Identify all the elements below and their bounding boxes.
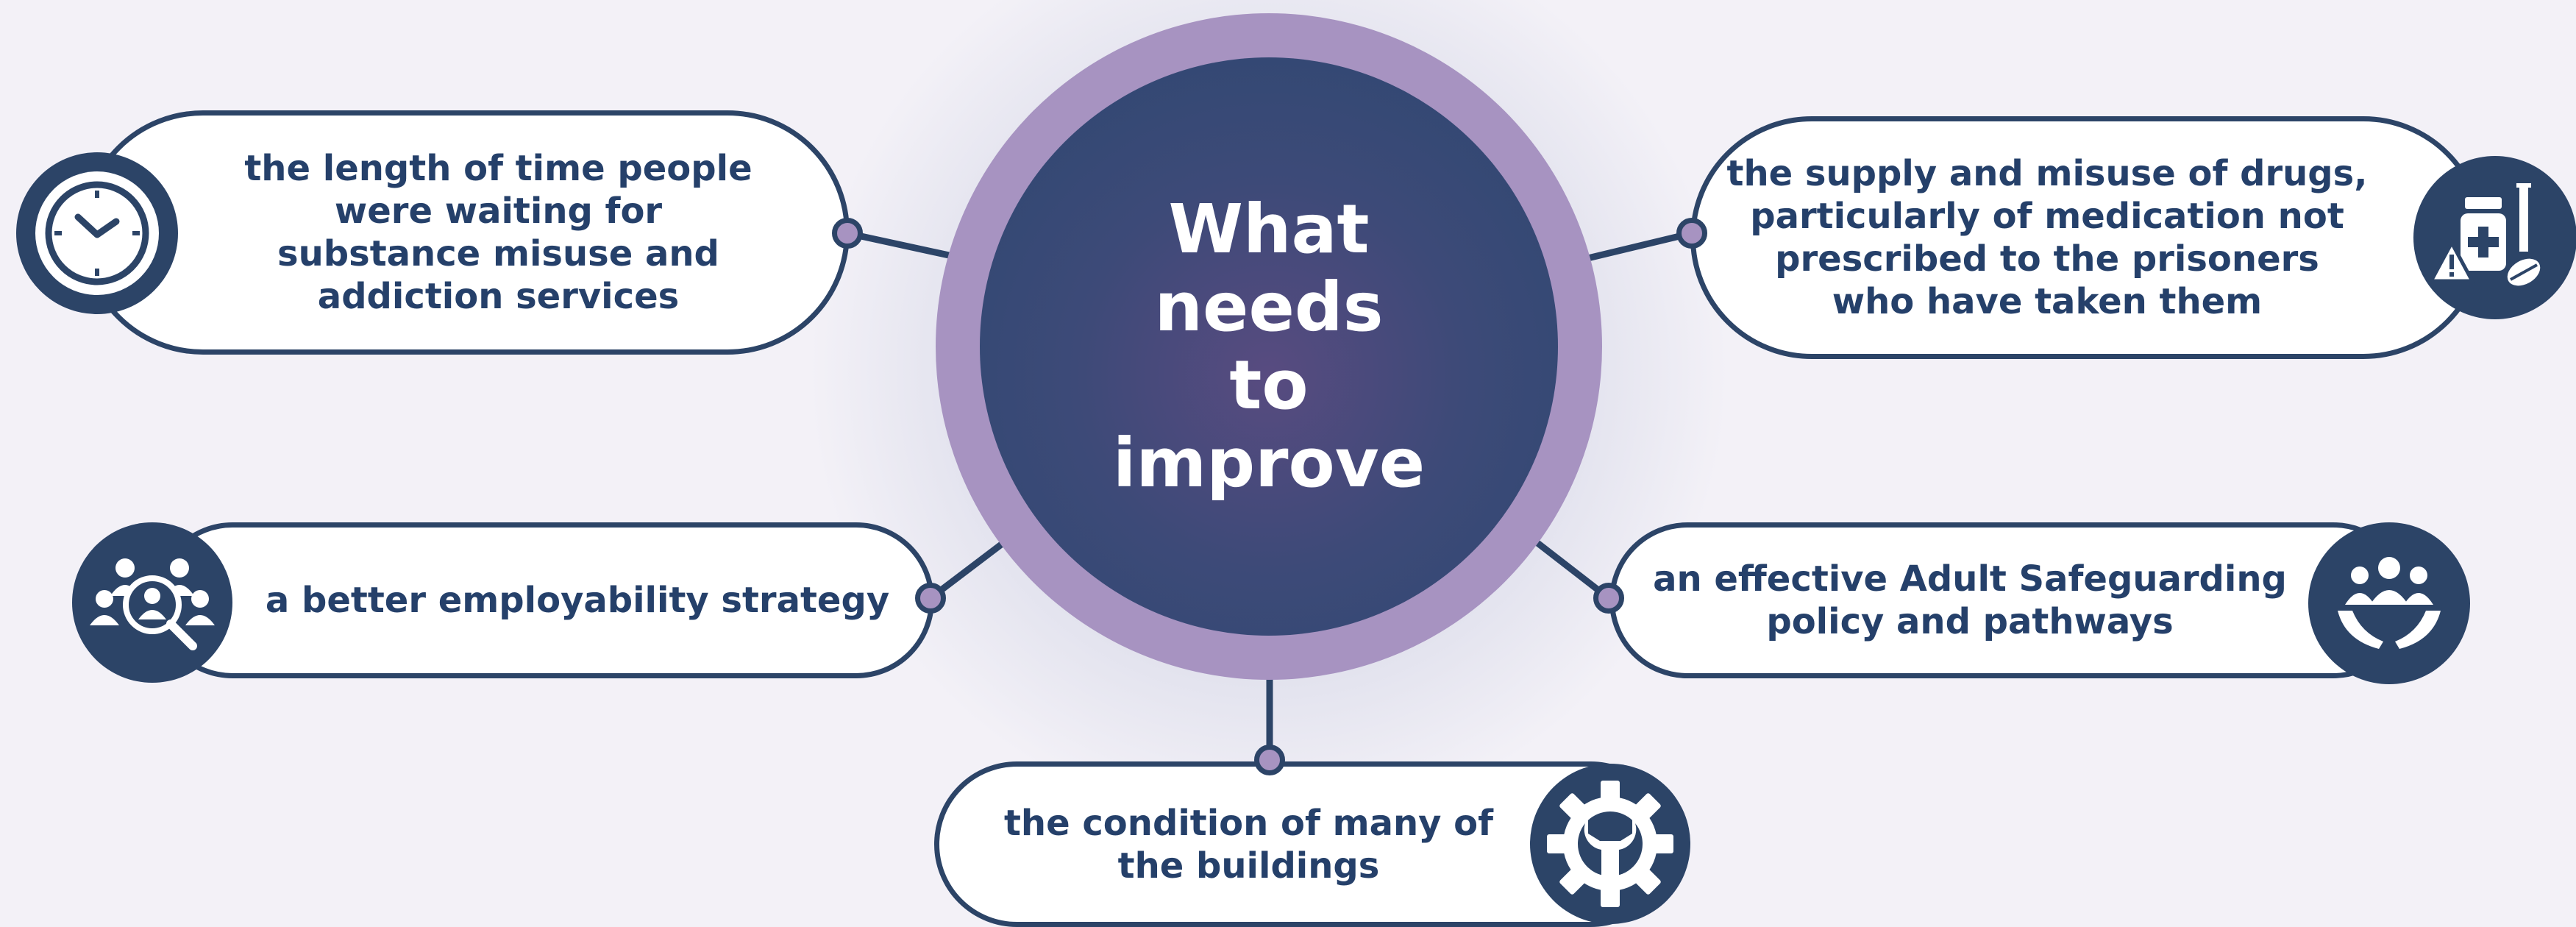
item-buildings-text: the condition of many of the buildings bbox=[1003, 802, 1494, 887]
item-drugs: the supply and misuse of drugs, particul… bbox=[1690, 116, 2485, 359]
item-drugs-text: the supply and misuse of drugs, particul… bbox=[1726, 153, 2368, 322]
item-safeguarding-text: an effective Adult Safeguarding policy a… bbox=[1653, 558, 2287, 642]
item-safeguarding: an effective Adult Safeguarding policy a… bbox=[1609, 522, 2411, 678]
connector-dot-safeguarding bbox=[1593, 583, 1624, 614]
item-waiting-time: the length of time people were waiting f… bbox=[81, 110, 850, 355]
clock-icon bbox=[16, 152, 178, 314]
item-employability-text: a better employability strategy bbox=[265, 580, 890, 621]
medication-warning-icon bbox=[2413, 156, 2576, 319]
item-employability: a better employability strategy bbox=[154, 522, 934, 678]
connector-dot-drugs bbox=[1676, 218, 1707, 249]
people-in-hands-icon bbox=[2308, 522, 2470, 684]
item-waiting-time-text: the length of time people were waiting f… bbox=[244, 148, 752, 317]
recruitment-search-icon bbox=[72, 522, 232, 683]
gear-wrench-icon bbox=[1530, 764, 1690, 924]
connector-dot-buildings bbox=[1254, 745, 1285, 775]
hub-title: What needs to improve bbox=[1112, 190, 1426, 502]
hub-circle: What needs to improve bbox=[980, 57, 1558, 636]
connector-dot-waiting-time bbox=[832, 218, 863, 249]
connector-dot-employability bbox=[915, 583, 946, 614]
